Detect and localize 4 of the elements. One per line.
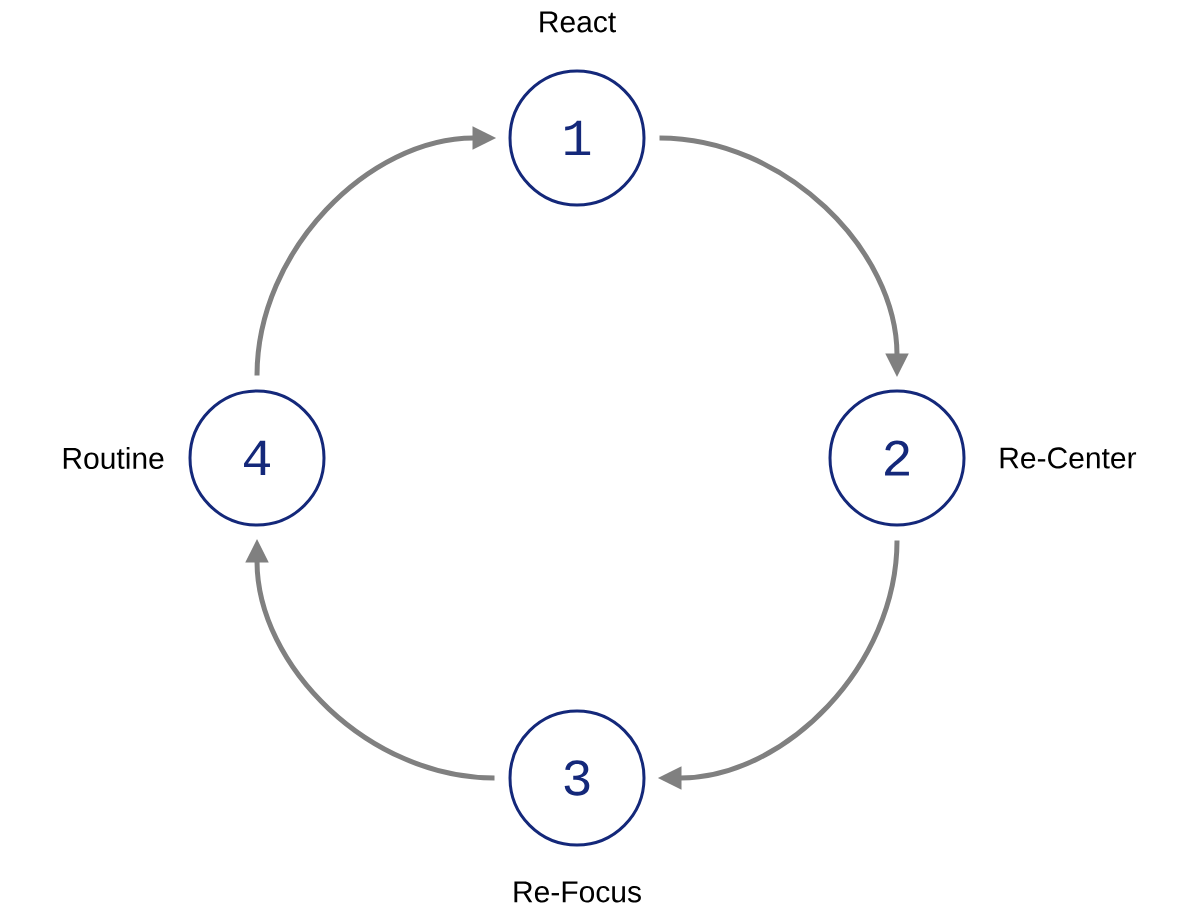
step-label: Re-Focus	[514, 881, 641, 903]
step-label: React	[540, 11, 616, 33]
step-label: Routine	[63, 447, 164, 469]
step-label: Re-Center	[1000, 447, 1137, 469]
